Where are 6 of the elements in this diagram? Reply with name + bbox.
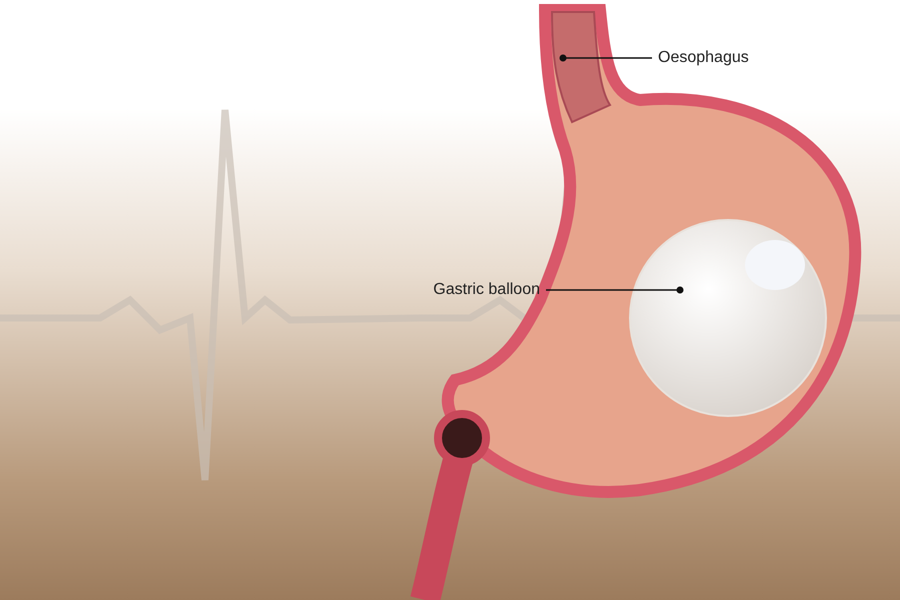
balloon-drawing — [629, 219, 827, 417]
oesophagus-drawing — [551, 11, 611, 123]
leader-line — [546, 286, 684, 294]
label-text: Gastric balloon — [433, 280, 540, 300]
label-text: Oesophagus — [658, 48, 749, 68]
leader-line — [560, 54, 652, 62]
